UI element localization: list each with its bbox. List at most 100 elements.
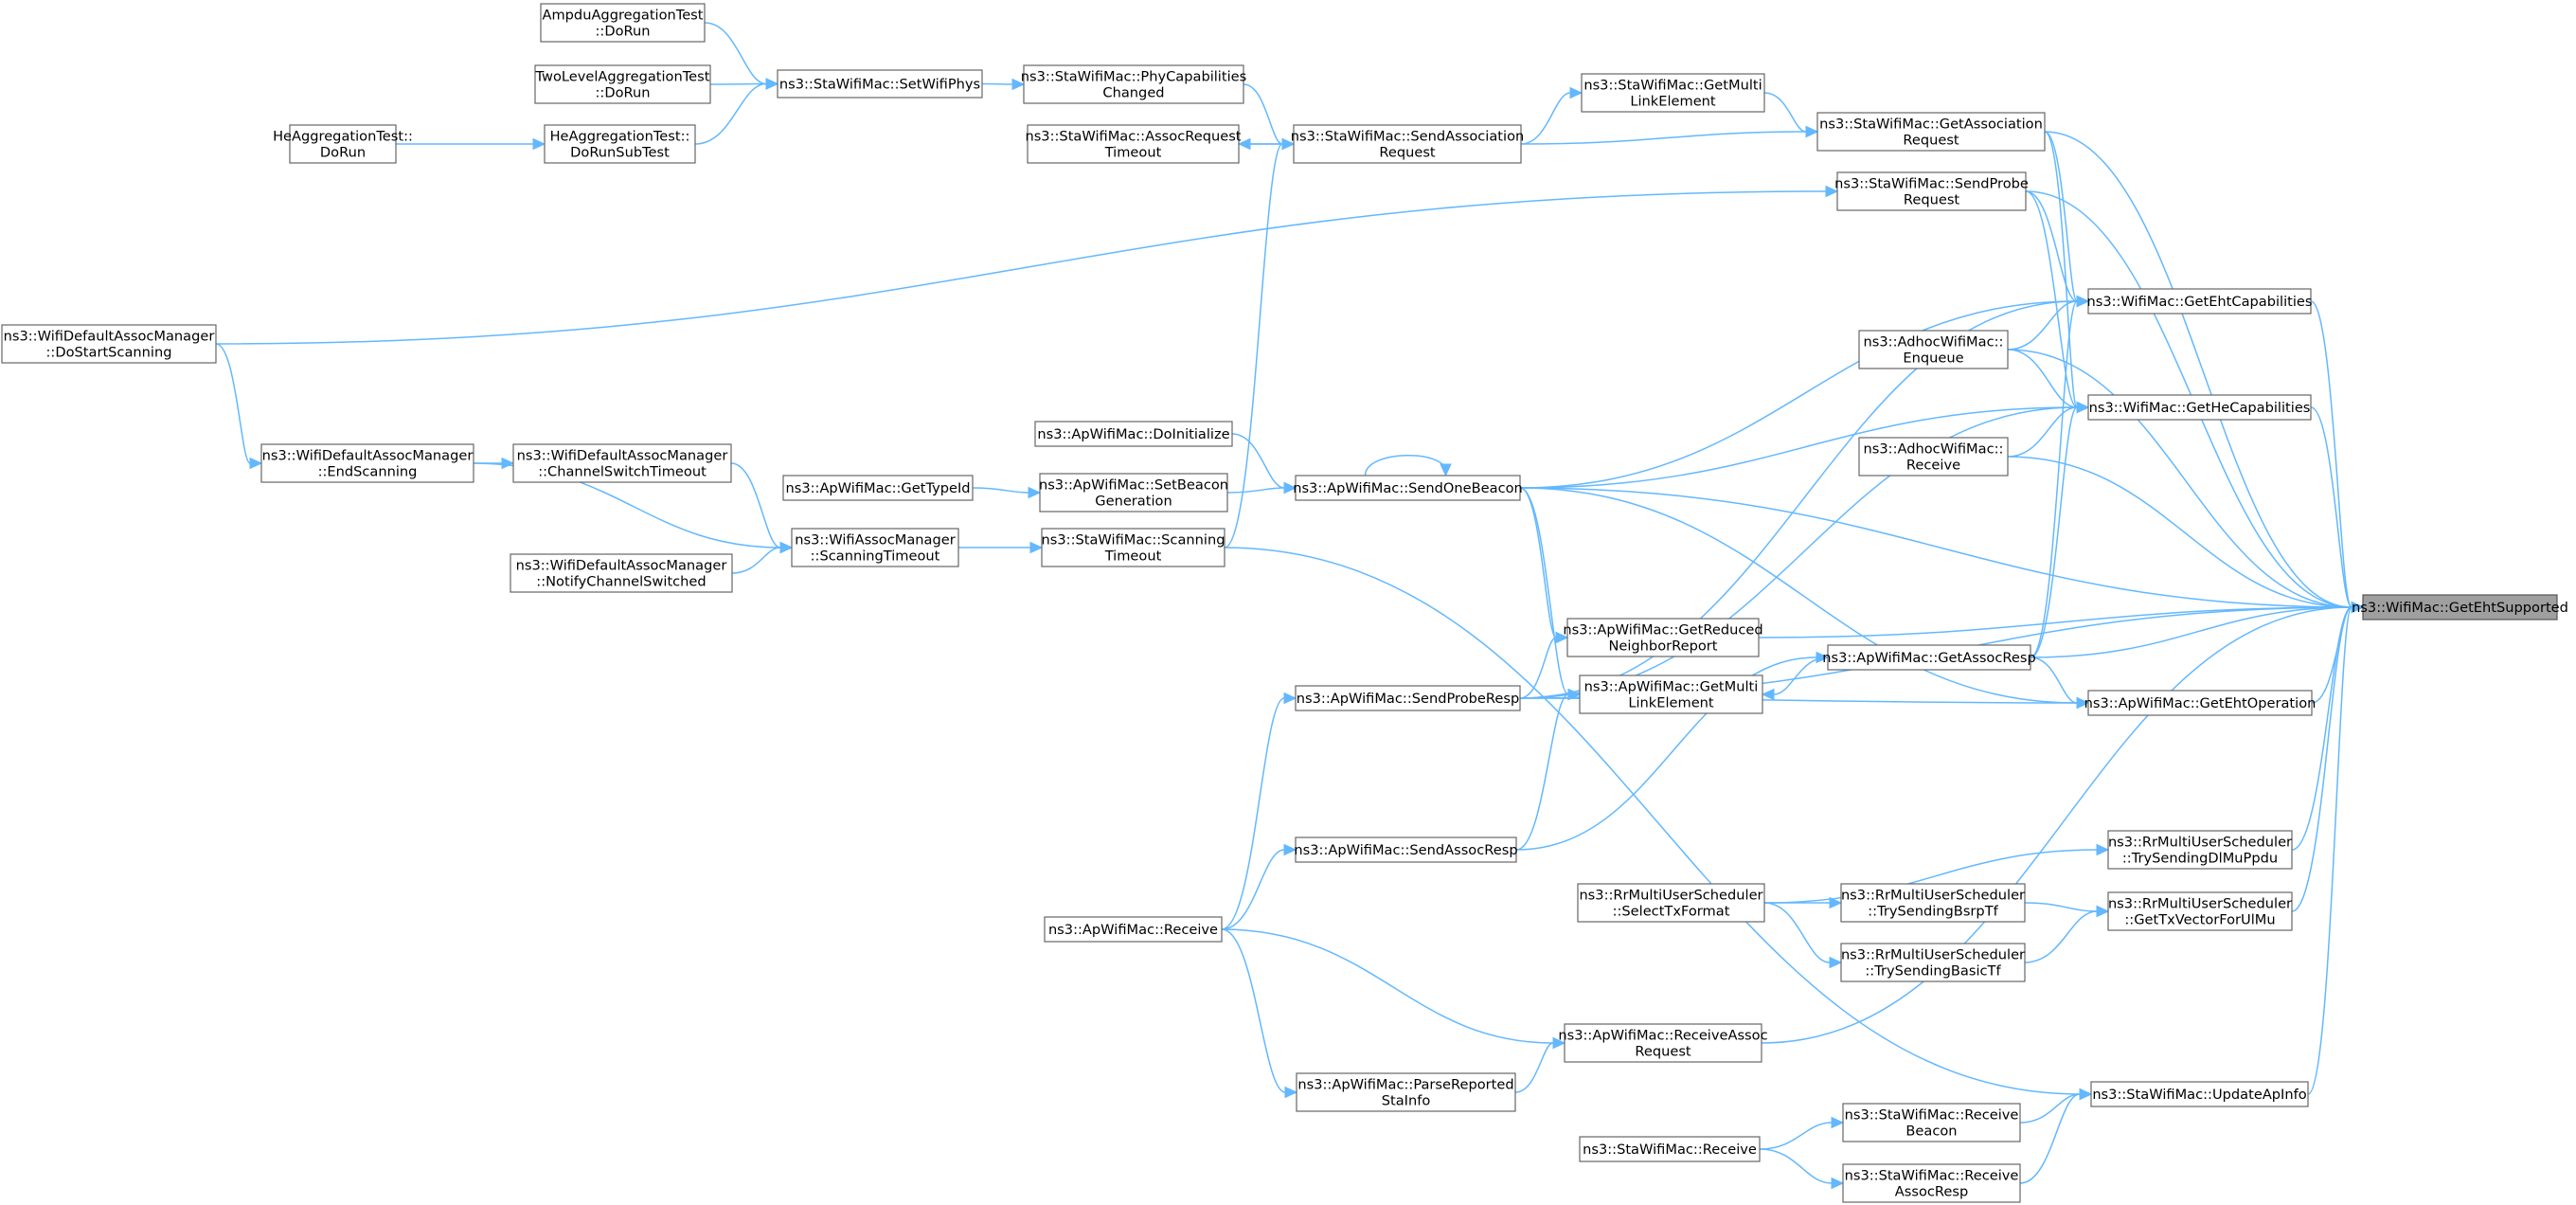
node-rr-selecttx[interactable]: ns3::RrMultiUserScheduler::SelectTxForma… [1577, 883, 1765, 923]
node-he-dorun[interactable]: HeAggregationTest::DoRun [273, 124, 413, 164]
node-label: ::TrySendingDlMuPpdu [2122, 851, 2278, 867]
node-label: ns3::WifiMac::GetEhtSupported [2352, 600, 2568, 616]
node-box [1858, 330, 2009, 369]
node-rr-gettxvector[interactable]: ns3::RrMultiUserScheduler::GetTxVectorFo… [2107, 891, 2293, 931]
node-default-dostartscan[interactable]: ns3::WifiDefaultAssocManager::DoStartSca… [1, 324, 217, 364]
edge-line [215, 343, 251, 464]
node-rr-trybsrp[interactable]: ns3::RrMultiUserScheduler::TrySendingBsr… [1840, 883, 2026, 923]
node-ap-getehtop[interactable]: ns3::ApWifiMac::GetEhtOperation [2084, 690, 2317, 716]
arrow-head-icon [1281, 137, 1296, 151]
node-label: ns3::WifiDefaultAssocManager [517, 448, 728, 464]
node-label: Request [1379, 145, 1436, 161]
node-label: ::DoRun [596, 85, 651, 101]
node-box [1295, 836, 1517, 863]
edge-rr-trybasic-to-rr-gettxvector [2024, 905, 2110, 963]
node-label: ns3::ApWifiMac::SendAssocResp [1294, 842, 1517, 858]
node-ap-doinit[interactable]: ns3::ApWifiMac::DoInitialize [1034, 421, 1233, 447]
arrow-head-icon [2079, 1088, 2093, 1101]
edge-line [1515, 656, 1817, 851]
node-label: ns3::ApWifiMac::DoInitialize [1037, 426, 1229, 442]
edge-rr-trydlmu-to-eht-supported [2291, 601, 2365, 851]
node-ap-getassocresp[interactable]: ns3::ApWifiMac::GetAssocResp [1822, 644, 2036, 671]
edge-line [2044, 131, 2078, 408]
node-box [1858, 437, 2009, 477]
node-label: ns3::ApWifiMac::GetTypeId [785, 480, 970, 496]
edge-line [1221, 697, 1285, 930]
edge-rr-selecttx-to-rr-trybasic [1763, 902, 1843, 969]
edge-ap-sendonebeacon-to-ap-getreduced [1519, 487, 1569, 644]
edge-adhoc-enqueue-to-wifi-getehtcap [2007, 295, 2090, 351]
node-rr-trydlmu[interactable]: ns3::RrMultiUserScheduler::TrySendingDlM… [2107, 830, 2293, 870]
node-sta-receive[interactable]: ns3::StaWifiMac::Receive [1579, 1136, 1761, 1162]
node-ampdu-dorun[interactable]: AmpduAggregationTest::DoRun [540, 3, 706, 43]
node-label: ::TrySendingBsrpTf [1868, 904, 1998, 920]
node-default-chswitch[interactable]: ns3::WifiDefaultAssocManager::ChannelSwi… [512, 443, 732, 483]
node-adhoc-receive[interactable]: ns3::AdhocWifiMac::Receive [1858, 437, 2009, 477]
node-box [260, 443, 474, 483]
arrow-head-icon [1440, 463, 1452, 477]
node-box [1295, 475, 1521, 501]
edge-sta-sendassocreq-to-sta-getassocreq [1520, 125, 1819, 145]
node-assoc-scantimeout[interactable]: ns3::WifiAssocManager::ScanningTimeout [791, 528, 959, 567]
node-label: Changed [1102, 85, 1164, 101]
edge-ap-parsereported-to-ap-receiveassoc [1514, 1036, 1566, 1093]
node-default-endscan[interactable]: ns3::WifiDefaultAssocManager::EndScannin… [260, 443, 474, 483]
node-ap-sendonebeacon[interactable]: ns3::ApWifiMac::SendOneBeacon [1293, 475, 1523, 501]
node-sta-setwifiphys[interactable]: ns3::StaWifiMac::SetWifiPhys [777, 69, 983, 99]
node-wifi-getehtcap[interactable]: ns3::WifiMac::GetEhtCapabilities [2086, 288, 2313, 315]
node-label: TwoLevelAggregationTest [535, 69, 710, 85]
node-label: Timeout [1104, 549, 1162, 565]
node-ap-sendassocresp[interactable]: ns3::ApWifiMac::SendAssocResp [1294, 836, 1518, 863]
node-ap-sendproberesp[interactable]: ns3::ApWifiMac::SendProbeResp [1295, 685, 1521, 711]
edge-line [1759, 1122, 1833, 1150]
node-rr-trybasic[interactable]: ns3::RrMultiUserScheduler::TrySendingBas… [1840, 943, 2026, 982]
node-label: HeAggregationTest:: [273, 129, 413, 145]
node-default-notifych[interactable]: ns3::WifiDefaultAssocManager::NotifyChan… [510, 553, 733, 593]
node-label: ns3::StaWifiMac::AssocRequest [1025, 129, 1241, 145]
arrow-head-icon [2076, 295, 2090, 308]
node-label: ns3::WifiDefaultAssocManager [262, 448, 474, 464]
node-ap-receive[interactable]: ns3::ApWifiMac::Receive [1044, 916, 1223, 943]
edge-line [730, 462, 781, 549]
node-box [1840, 883, 2026, 923]
node-he-dorunsub[interactable]: HeAggregationTest::DoRunSubTest [544, 124, 696, 164]
node-sta-scantimeout[interactable]: ns3::StaWifiMac::ScanningTimeout [1041, 528, 1225, 567]
edge-wifi-gethecap-to-eht-supported [2310, 406, 2365, 614]
node-ap-gettypeid[interactable]: ns3::ApWifiMac::GetTypeId [782, 475, 974, 501]
edge-line [1519, 487, 2078, 704]
edge-line [1364, 455, 1447, 477]
edge-wifi-getehtcap-to-eht-supported [2310, 300, 2365, 614]
arrow-head-icon [2096, 905, 2110, 918]
node-twolevel-dorun[interactable]: TwoLevelAggregationTest::DoRun [534, 64, 711, 104]
edge-line [2310, 300, 2352, 608]
node-label: Receive [1906, 458, 1960, 474]
node-box [1044, 916, 1223, 943]
node-adhoc-enqueue[interactable]: ns3::AdhocWifiMac::Enqueue [1858, 330, 2009, 369]
node-box [1836, 171, 2027, 211]
node-wifi-gethecap[interactable]: ns3::WifiMac::GetHeCapabilities [2087, 394, 2312, 421]
node-box [1581, 73, 1765, 113]
arrow-head-icon [2076, 401, 2090, 414]
node-sta-updateapinfo[interactable]: ns3::StaWifiMac::UpdateApInfo [2090, 1081, 2309, 1107]
node-box [512, 443, 732, 483]
edge-line [1761, 606, 2352, 1044]
edge-ap-receive-to-ap-sendassocresp [1221, 843, 1297, 930]
edge-sta-receiveassocresp-to-sta-updateapinfo [2019, 1088, 2093, 1184]
node-label: ns3::StaWifiMac::SendAssociation [1291, 129, 1525, 145]
node-eht-supported[interactable]: ns3::WifiMac::GetEhtSupported [2352, 594, 2568, 620]
edge-he-dorunsub-to-sta-setwifiphys [694, 78, 779, 145]
arrow-head-icon [2096, 843, 2110, 856]
